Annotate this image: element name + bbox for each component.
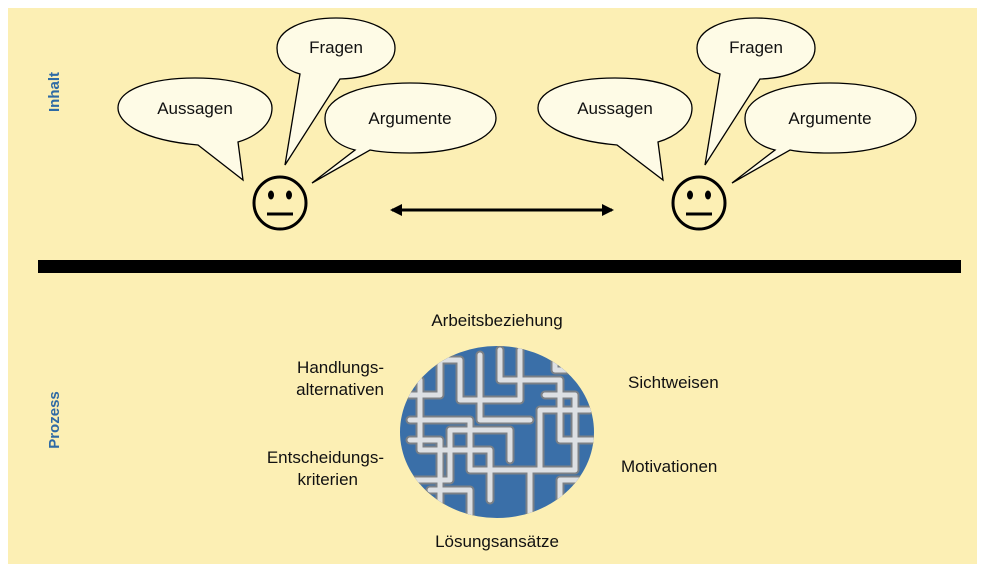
process-top-label: Arbeitsbeziehung xyxy=(431,311,563,330)
process-right-upper-label: Sichtweisen xyxy=(628,373,719,392)
left-aussagen-bubble xyxy=(117,77,273,182)
process-left-lower-line2: kriterien xyxy=(297,470,358,489)
process-left-upper-line1: Handlungs- xyxy=(297,358,384,377)
right-argumente-bubble xyxy=(731,82,917,184)
left-argumente-text: Argumente xyxy=(368,109,452,128)
pipes-ellipse xyxy=(400,346,594,518)
left-aussagen-text: Aussagen xyxy=(157,99,233,118)
section-label-inhalt: Inhalt xyxy=(46,72,63,112)
right-face-icon xyxy=(671,175,727,231)
right-aussagen-text: Aussagen xyxy=(577,99,653,118)
section-divider xyxy=(38,260,961,273)
right-fragen-text: Fragen xyxy=(729,38,783,57)
right-aussagen-bubble xyxy=(537,77,693,182)
process-left-lower-line1: Entscheidungs- xyxy=(266,448,384,467)
left-fragen-bubble xyxy=(276,17,396,166)
process-bottom-label: Lösungsansätze xyxy=(435,532,559,551)
left-argumente-bubble xyxy=(311,82,497,184)
left-face-icon xyxy=(252,175,308,231)
process-right-lower-label: Motivationen xyxy=(621,457,718,476)
left-fragen-text: Fragen xyxy=(309,38,363,57)
right-bubbles xyxy=(537,17,917,184)
left-bubbles xyxy=(117,17,497,184)
right-argumente-text: Argumente xyxy=(788,109,872,128)
right-fragen-bubble xyxy=(696,17,816,166)
process-left-upper-line2: alternativen xyxy=(296,380,384,399)
section-label-prozess: Prozess xyxy=(46,391,63,449)
